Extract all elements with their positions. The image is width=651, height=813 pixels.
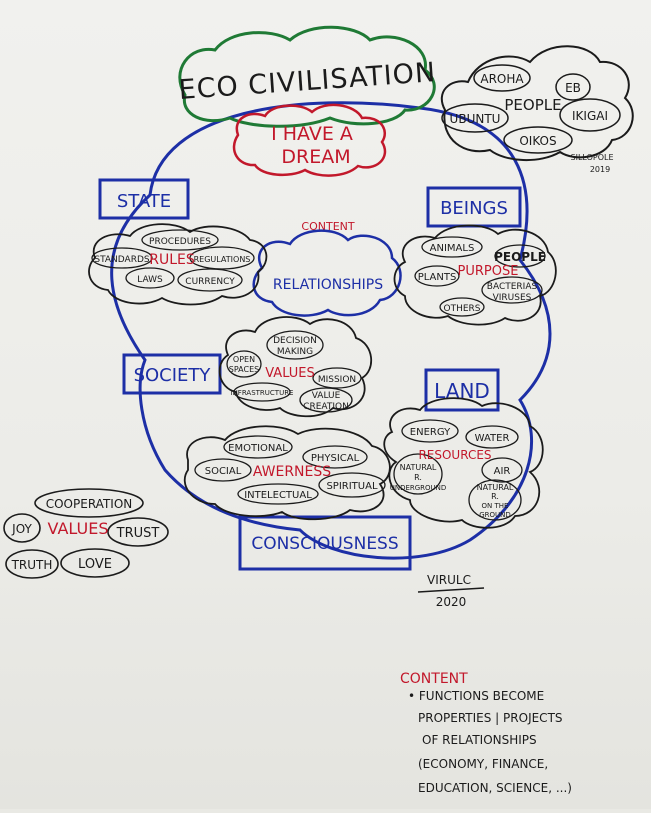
resources-item-r-2: R. [491, 492, 499, 501]
left-values-trust: TRUST [116, 526, 160, 541]
values-item-decision: DECISION [273, 336, 317, 346]
values-item-spaces: SPACES [229, 365, 259, 374]
purpose-item-animals: ANIMALS [430, 243, 475, 254]
resources-item-air: AIR [494, 466, 511, 477]
rules-key: RULES [149, 252, 195, 268]
resources-item-r-1: R. [414, 473, 422, 482]
signature-year: 2020 [436, 595, 467, 609]
title-text: ECO CIVILISATION [178, 57, 437, 106]
dream-line-2: DREAM [281, 146, 350, 168]
note-title: CONTENT [400, 671, 468, 687]
values-cloud [218, 316, 372, 418]
values-item-infrastructure: INFRASTRUCTURE [231, 389, 294, 397]
rules-item-procedures: PROCEDURES [149, 237, 211, 247]
resources-item-energy: ENERGY [410, 427, 451, 438]
beings-label: BEINGS [440, 198, 508, 219]
rules-item-standards: STANDARDS [94, 255, 150, 265]
left-values-truth: TRUTH [11, 558, 53, 572]
world-item-aroha: AROHA [480, 72, 524, 86]
note-line-2: PROPERTIES | PROJECTS [418, 711, 563, 725]
land-box [424, 368, 500, 412]
values-key: VALUES [265, 366, 315, 381]
world-credit-year: 2019 [590, 165, 610, 174]
values-item-mission: MISSION [318, 375, 356, 385]
resources-item-water: WATER [475, 433, 510, 444]
note-line-3: OF RELATIONSHIPS [422, 733, 537, 747]
note-line-4: (ECONOMY, FINANCE, [418, 757, 548, 771]
values-item-making: MAKING [277, 347, 313, 357]
note-line-5: EDUCATION, SCIENCE, ...) [418, 781, 572, 795]
world-item-ubuntu: UBUNTU [450, 112, 501, 126]
values-item-creation: CREATION [303, 402, 349, 412]
relationships-cloud [252, 229, 402, 317]
resources-item-on-the: ON THE [482, 502, 509, 510]
purpose-item-others: OTHERS [443, 304, 480, 314]
purpose-item-bacterias: BACTERIAS [487, 282, 538, 292]
left-values-key: VALUES [48, 519, 109, 538]
center-label: RELATIONSHIPS [273, 277, 383, 293]
dream-cloud [232, 103, 387, 177]
world-cloud [440, 45, 634, 162]
rules-item-regulations: REGULATIONS [194, 255, 251, 264]
resources-item-natural-1: NATURAL [400, 463, 437, 472]
awareness-item-intelectual: INTELECTUAL [244, 490, 312, 501]
center-tag: CONTENT [301, 220, 354, 233]
awareness-item-social: SOCIAL [205, 466, 242, 477]
resources-item-natural-2: NATURAL [477, 483, 514, 492]
resources-key: RESOURCES [418, 448, 491, 462]
purpose-key: PURPOSE [458, 264, 519, 279]
left-values-love: LOVE [78, 557, 112, 572]
awareness-item-physical: PHYSICAL [311, 453, 360, 464]
awareness-item-emotional: EMOTIONAL [228, 443, 288, 454]
purpose-item-plants: PLANTS [418, 272, 457, 283]
dream-line-1: I HAVE A [271, 123, 353, 145]
state-label: STATE [117, 191, 171, 212]
society-label: SOCIETY [134, 365, 212, 386]
consciousness-box [238, 515, 412, 571]
world-credit-name: SILLOPOLE [571, 153, 614, 162]
resources-item-underground: UNDERGROUND [390, 484, 447, 492]
resources-cloud [383, 397, 544, 529]
consciousness-label: CONSCIOUSNESS [251, 534, 398, 554]
values-item-open: OPEN [233, 355, 255, 364]
purpose-cloud [393, 224, 557, 326]
resources-item-ground: GROUND [479, 511, 511, 519]
purpose-item-viruses: VIRUSES [493, 293, 532, 303]
awareness-key: AWERNESS [253, 464, 331, 480]
values-item-value: VALUE [312, 391, 341, 401]
world-item-people: PEOPLE [504, 96, 561, 114]
rules-item-currency: CURRENCY [185, 277, 235, 287]
left-values-joy: JOY [11, 522, 32, 536]
awareness-cloud [183, 425, 391, 521]
purpose-item-people: PEOPLE [494, 250, 546, 264]
rules-item-laws: LAWS [137, 275, 163, 285]
signature-underline [417, 587, 485, 593]
rules-cloud [88, 223, 268, 306]
title-cloud [178, 25, 436, 128]
world-item-ikigai: IKIGAI [572, 109, 608, 123]
world-item-eb: EB [565, 81, 581, 95]
world-item-oikos: OIKOS [519, 134, 556, 148]
note-line-1: • FUNCTIONS BECOME [408, 689, 544, 703]
signature-name: VIRULC [427, 573, 471, 587]
left-values-cooperation: COOPERATION [46, 497, 133, 511]
awareness-item-spiritual: SPIRITUAL [326, 481, 377, 492]
state-box [98, 178, 190, 220]
